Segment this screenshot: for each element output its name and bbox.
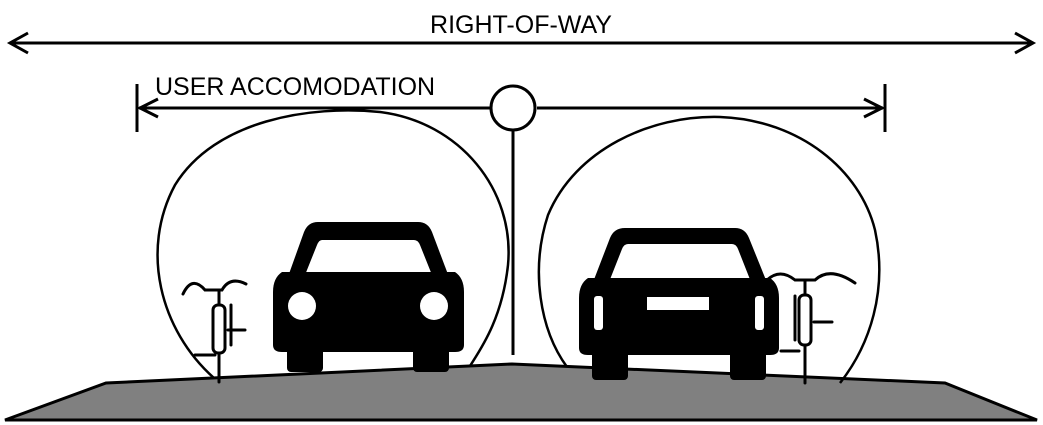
right-of-way-left-arrowhead xyxy=(6,31,29,55)
pole-circle-icon xyxy=(489,84,537,132)
center-pole xyxy=(489,84,537,355)
car-front-body xyxy=(273,272,464,352)
user-accommodation-left-arrowhead xyxy=(136,97,159,119)
right-of-way-label: RIGHT-OF-WAY xyxy=(430,11,612,39)
car-front-windshield xyxy=(305,240,432,275)
car-front-icon xyxy=(273,222,464,372)
right-envelope xyxy=(537,115,881,384)
right-bike-handlebar xyxy=(765,272,857,285)
right-of-way-right-arrowhead xyxy=(1014,31,1037,55)
right-bike-wheel xyxy=(797,293,813,347)
left-bike-handlebar xyxy=(181,279,248,296)
road-surface xyxy=(4,362,1038,422)
car-rear-window xyxy=(609,244,751,282)
left-envelope xyxy=(156,109,510,379)
car-front-left-headlight xyxy=(288,292,316,320)
user-accommodation-label: USER ACCOMODATION xyxy=(155,73,435,101)
user-accommodation-right-arrowhead xyxy=(863,97,886,119)
bicycle-icon xyxy=(765,272,857,385)
roadway xyxy=(4,362,1038,422)
left-bike-wheel xyxy=(211,303,227,355)
user-accommodation-dimension: USER ACCOMODATION xyxy=(135,73,887,132)
car-rear-icon xyxy=(579,228,779,380)
car-rear-right-taillight xyxy=(755,296,764,330)
car-front-right-headlight xyxy=(420,292,448,320)
bicycle-icon xyxy=(181,279,248,384)
right-of-way-dimension: RIGHT-OF-WAY xyxy=(6,11,1037,55)
car-rear-license-plate xyxy=(647,297,709,310)
car-rear-left-taillight xyxy=(594,296,603,330)
car-rear-body xyxy=(579,278,779,355)
